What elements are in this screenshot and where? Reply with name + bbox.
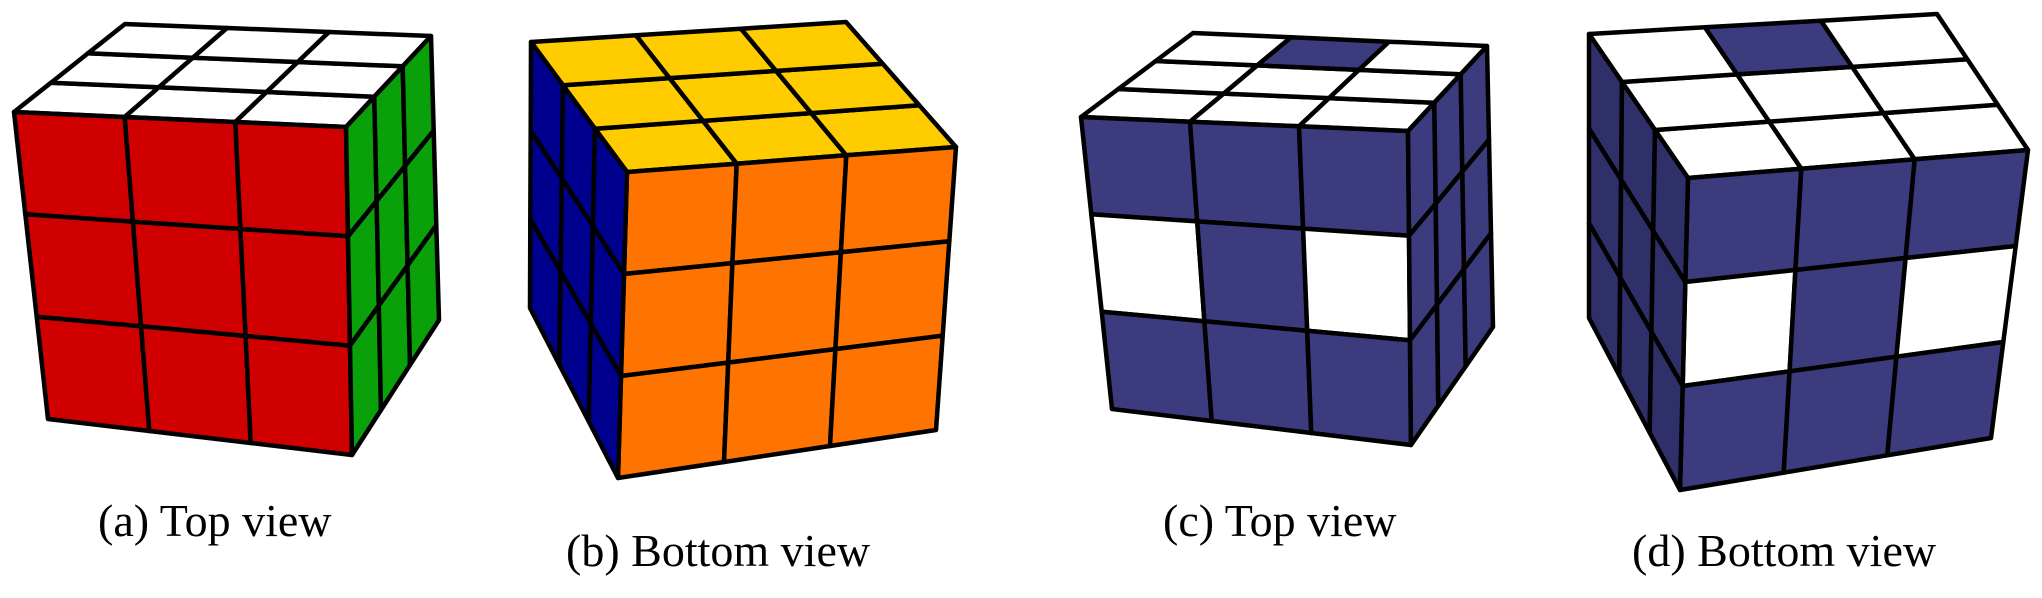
cube-a-front-sticker — [138, 324, 253, 446]
cube-a-front-sticker — [11, 109, 136, 224]
cube-d-front-sticker — [1781, 354, 1899, 475]
cube-c-front-sticker — [1304, 328, 1414, 448]
cube-b-front-sticker — [725, 249, 844, 365]
cube-c-front-sticker — [1296, 124, 1412, 238]
cube-d-front-sticker — [1894, 243, 2018, 359]
cube-b-front-sticker — [615, 360, 731, 481]
cube-c-side-sticker — [1461, 231, 1496, 369]
cube-d-front-sticker — [1677, 369, 1792, 493]
cube-a-front-sticker — [130, 219, 248, 339]
cube-a-front-sticker — [233, 119, 351, 239]
cube-d-front-sticker — [1683, 166, 1804, 285]
cube-b-front-sticker — [618, 260, 735, 379]
cube-b-front-sticker — [621, 161, 739, 277]
cube-b-front-sticker — [730, 153, 849, 266]
cube-d-bottom-view — [1586, 11, 2031, 493]
caption-d: (d) Bottom view — [1632, 525, 1937, 576]
cube-d-side-sticker — [1647, 329, 1685, 493]
cube-d-front-sticker — [1680, 267, 1798, 389]
cube-b-top-sticker — [738, 19, 885, 74]
cube-c-front-sticker — [1187, 119, 1306, 231]
cube-c-front-sticker — [1099, 309, 1214, 424]
cube-b-front-sticker — [721, 346, 838, 465]
caption-c: (c) Top view — [1163, 495, 1397, 546]
cube-c-front-sticker — [1300, 226, 1413, 343]
caption-b: (b) Bottom view — [566, 525, 871, 576]
cube-b-front-sticker — [838, 144, 959, 255]
cube-a-front-sticker — [238, 226, 353, 348]
cube-b-side-sticker — [586, 321, 624, 481]
caption-a: (a) Top view — [98, 495, 332, 546]
cube-c-front-sticker — [1089, 212, 1207, 324]
cube-d-front-sticker — [1787, 255, 1908, 374]
cube-d-top-sticker — [1818, 11, 1970, 70]
cube-b-front-sticker — [833, 239, 952, 352]
cube-c-front-sticker — [1078, 114, 1200, 224]
cube-a-front-sticker — [34, 314, 152, 434]
cube-d-front-sticker — [1793, 157, 1917, 273]
cube-a-front-sticker — [23, 212, 144, 329]
cube-a-front-sticker — [243, 333, 355, 458]
cube-d-front-sticker — [1903, 147, 2031, 261]
cube-a-front-sticker — [122, 114, 243, 232]
cube-d-front-sticker — [1885, 339, 2006, 458]
cube-a-top-view — [11, 21, 442, 458]
cube-a-side-sticker — [405, 223, 442, 368]
cube-b-front-sticker — [827, 333, 945, 449]
cube-c-front-sticker — [1202, 318, 1314, 436]
cube-c-top-view — [1078, 30, 1496, 448]
cube-b-bottom-view — [527, 19, 959, 481]
cube-c-front-sticker — [1194, 219, 1310, 334]
